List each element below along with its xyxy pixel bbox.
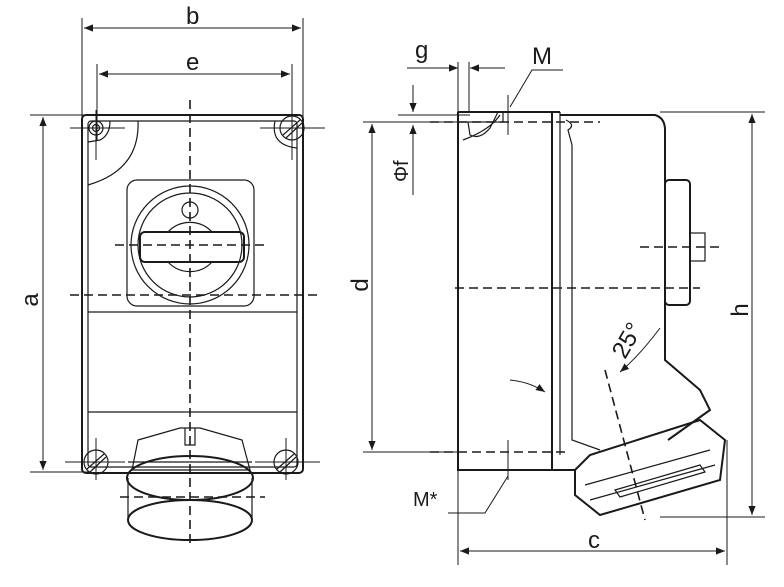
dimension-d-label: d — [347, 278, 374, 291]
side-view: g M Φf d h c M* — [347, 37, 765, 565]
dimension-b-label: b — [186, 3, 199, 30]
screw-top-right-icon — [260, 110, 325, 160]
switch-handle — [139, 231, 245, 263]
dimension-f-label: Φf — [391, 160, 413, 182]
socket-side — [574, 369, 727, 521]
dimension-g-label: g — [415, 37, 428, 64]
dimension-M-label: M — [532, 43, 552, 70]
dimension-a-label: a — [17, 293, 44, 307]
dimension-c-label: c — [588, 527, 600, 554]
screw-top-left-icon — [70, 110, 125, 160]
side-body-outline — [457, 112, 575, 471]
screw-bottom-left-icon — [65, 438, 125, 480]
rotation-arrow — [509, 379, 546, 393]
angle-label: 25° — [607, 318, 649, 363]
dimension-e-label: e — [186, 49, 199, 76]
enclosure-outline — [81, 114, 304, 474]
dimension-h-label: h — [727, 303, 754, 316]
switch-knob-side — [664, 179, 691, 306]
dimension-M-star-label: M* — [413, 489, 438, 511]
screw-bottom-right-icon — [255, 438, 320, 480]
front-view: b e a — [17, 3, 325, 545]
